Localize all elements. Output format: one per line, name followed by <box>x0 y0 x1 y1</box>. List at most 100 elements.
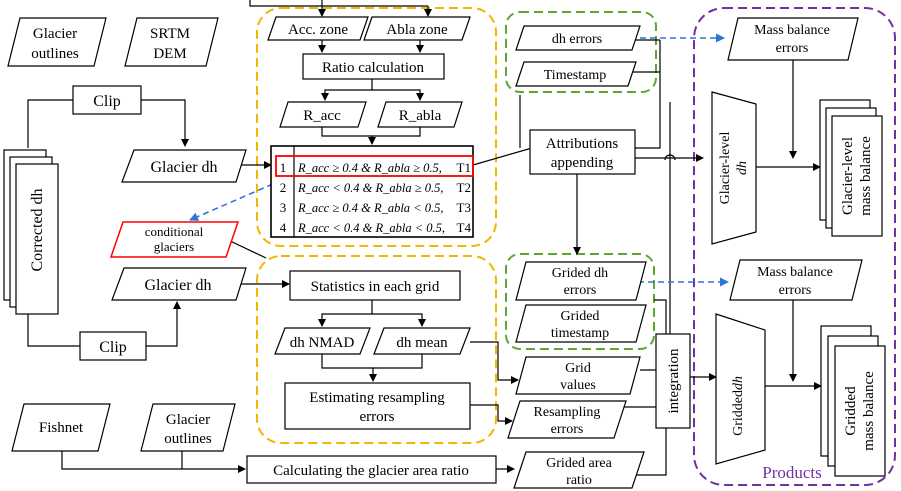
grid-values-label-1: Grid <box>565 361 591 376</box>
table-row-type: T2 <box>457 180 471 195</box>
estimating-label-1: Estimating resampling <box>309 390 445 406</box>
corrected-dh-stack: Corrected dh <box>3 149 59 315</box>
ratio-calc-box <box>302 53 445 80</box>
attributions-box <box>529 129 636 175</box>
grided-dh-errors-shape <box>515 261 647 301</box>
dh-nmad-label: dh NMAD <box>290 335 355 351</box>
fishnet-shape <box>11 403 111 452</box>
glacier-outlines-bottom-label-1: Glacier <box>166 412 210 428</box>
grided-dh-errors-label-2: errors <box>564 283 597 298</box>
glacier-level-dh-shape <box>711 91 757 245</box>
errors-group-box <box>505 11 657 93</box>
conditional-label-1: conditional <box>145 224 204 239</box>
srtm-label-1: SRTM <box>150 26 190 42</box>
grided-timestamp-label-2: timestamp <box>551 326 609 341</box>
r-abla-label: R_abla <box>399 108 442 124</box>
dh-nmad-shape <box>274 327 371 355</box>
table-row-type: T3 <box>457 200 471 215</box>
glacier-dh-top-shape <box>121 149 247 183</box>
glacier-outlines-top-shape <box>7 17 107 67</box>
table-row-type: T1 <box>457 160 471 175</box>
r-acc-label: R_acc <box>303 108 341 124</box>
conditional-glaciers-shape <box>109 221 240 258</box>
conditional-label-2: glaciers <box>154 239 194 254</box>
glacier-level-dh-label-1: Glacier-level <box>718 132 733 205</box>
clip-bottom-box <box>79 331 147 361</box>
integration-box <box>655 333 691 429</box>
dh-errors-shape <box>515 25 641 51</box>
timestamp-shape <box>515 61 637 87</box>
gridded-mb-label-1: Gridded <box>843 386 859 436</box>
glacier-outlines-top-label-2: outlines <box>31 46 79 62</box>
glacier-outlines-bottom-label-2: outlines <box>164 431 212 447</box>
grid-group-box <box>256 255 497 444</box>
dashed-arrows <box>189 33 729 287</box>
gridded-dh-shape <box>715 313 766 465</box>
mb-errors-top-label-2: errors <box>776 41 809 56</box>
gridded-dh-label-2: dh <box>731 376 746 390</box>
grid-values-label-2: values <box>560 378 596 393</box>
abla-zone-label: Abla zone <box>386 22 448 38</box>
srtm-label-2: DEM <box>153 46 186 62</box>
connectors <box>27 0 822 476</box>
resampling-errors-shape <box>507 400 627 439</box>
table-row-number: 3 <box>280 200 287 215</box>
glacier-outlines-top-label-1: Glacier <box>33 26 77 42</box>
mb-errors-bottom-label-1: Mass balance <box>757 265 833 280</box>
grided-area-ratio-label-1: Grided area <box>546 456 612 471</box>
resampling-errors-label-1: Resampling <box>534 405 601 420</box>
r-abla-shape <box>377 101 463 128</box>
table-row-number: 4 <box>280 220 287 235</box>
gridded-dh-label-1: Gridded <box>731 390 746 436</box>
products-group-box <box>693 7 896 486</box>
calc-area-ratio-box <box>246 455 497 484</box>
ratio-calc-label: Ratio calculation <box>322 60 425 76</box>
clip-top-box <box>72 85 142 115</box>
gridded-mb-stack: Gridded mass balance <box>820 325 886 477</box>
statistics-label: Statistics in each grid <box>311 279 440 295</box>
glacier-dh-bottom-shape <box>111 267 247 301</box>
mb-errors-bottom-shape <box>729 259 863 301</box>
dh-mean-label: dh mean <box>396 335 448 351</box>
products-label: Products <box>762 463 822 482</box>
mb-errors-top-label-1: Mass balance <box>754 23 830 38</box>
acc-zone-shape <box>267 16 369 41</box>
resampling-errors-label-2: errors <box>551 422 584 437</box>
attributions-label-1: Attributions <box>546 136 619 152</box>
mb-errors-bottom-label-2: errors <box>779 283 812 298</box>
glacier-level-mb-label-1: Glacier-level <box>840 137 856 215</box>
glacier-level-dh-label-2: dh <box>735 161 750 175</box>
dh-mean-shape <box>373 327 471 355</box>
statistics-box <box>289 270 461 301</box>
r-acc-shape <box>279 101 367 128</box>
grided-area-ratio-label-2: ratio <box>566 473 592 488</box>
integration-label: integration <box>666 348 682 413</box>
corrected-dh-label: Corrected dh <box>29 188 46 271</box>
clip-bottom-label: Clip <box>99 339 127 356</box>
table-row-number: 2 <box>280 180 287 195</box>
gridded-mb-label-2: mass balance <box>861 371 877 451</box>
glacier-dh-top-label: Glacier dh <box>150 159 217 176</box>
table-row-condition: R_acc < 0.4 & R_abla < 0.5, <box>297 221 445 235</box>
glacier-level-mb-stack: Glacier-level mass balance <box>819 99 883 237</box>
grided-timestamp-shape <box>515 304 647 343</box>
grid-values-shape <box>515 356 641 395</box>
fishnet-label: Fishnet <box>39 420 84 436</box>
grided-dh-errors-label-1: Grided dh <box>552 266 608 281</box>
abla-zone-shape <box>363 16 471 41</box>
table-row-type: T4 <box>457 220 472 235</box>
table-row-condition: R_acc < 0.4 & R_abla ≥ 0.5, <box>297 181 443 195</box>
srtm-dem-shape <box>124 17 219 67</box>
clip-top-label: Clip <box>93 93 121 110</box>
table-row-number: 1 <box>280 160 287 175</box>
glacier-level-mb-label-2: mass balance <box>858 136 874 216</box>
attributions-label-2: appending <box>551 155 614 171</box>
ratio-group-box <box>256 7 497 247</box>
timestamp-label: Timestamp <box>544 68 607 83</box>
grided-area-ratio-shape <box>513 451 645 489</box>
highlight-row-1 <box>275 155 474 177</box>
glacier-dh-bottom-label: Glacier dh <box>144 277 211 294</box>
